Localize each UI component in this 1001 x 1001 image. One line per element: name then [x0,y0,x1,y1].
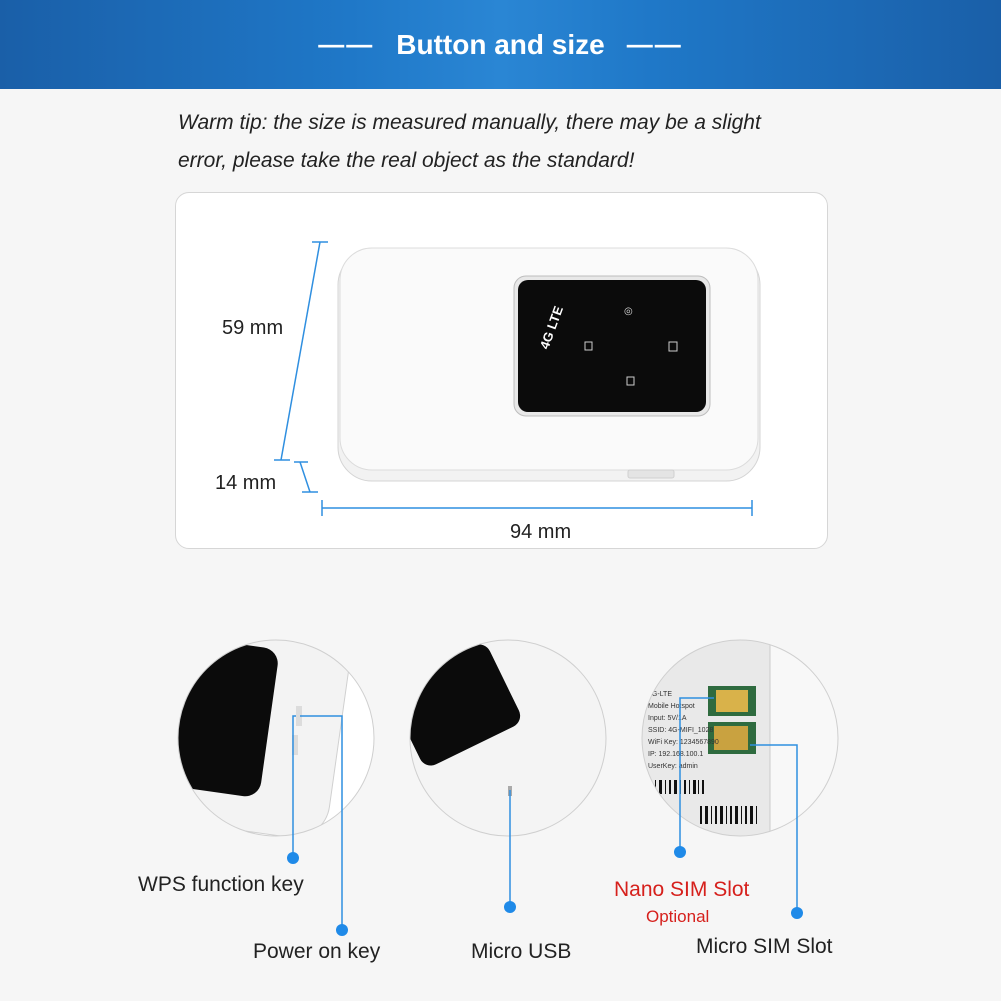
nano-sim-caption: Nano SIM Slot [614,878,750,901]
svg-text:UserKey: admin: UserKey: admin [648,763,698,770]
warm-tip-line-2: error, please take the real object as th… [178,149,635,172]
warm-tip-line-1: Warm tip: the size is measured manually,… [178,111,761,134]
callout-dots [287,846,803,936]
svg-text:WiFi Key: 1234567890: WiFi Key: 1234567890 [648,739,719,746]
svg-text:IP: 192.168.100.1: IP: 192.168.100.1 [648,751,703,758]
power-key-caption: Power on key [253,940,381,963]
header-banner: —— Button and size —— [0,0,1001,89]
warm-tip: Warm tip: the size is measured manually,… [178,104,858,180]
header-dash-left: —— [318,29,375,59]
circle-wps-power [178,640,374,836]
micro-sim-caption: Micro SIM Slot [696,935,833,958]
svg-text:Mobile Hotspot: Mobile Hotspot [648,703,695,710]
callout-lines [292,697,798,930]
device-front-illustration: 4G LTE ◎ [337,247,761,482]
height-dimension-label: 59 mm [222,317,284,339]
dimension-guides [274,241,753,516]
header-title: Button and size [396,28,605,60]
header-dash-right: —— [626,29,683,59]
thickness-dimension-label: 14 mm [215,472,277,494]
micro-usb-caption: Micro USB [471,940,572,963]
circle-micro-usb [410,640,606,836]
svg-text:Input: 5V/1A: Input: 5V/1A [648,715,687,722]
wps-key-caption: WPS function key [138,873,304,896]
width-dimension-label: 94 mm [510,521,572,543]
svg-text:◎: ◎ [624,306,633,317]
svg-text:4G-LTE: 4G-LTE [648,691,672,698]
optional-caption: Optional [646,907,710,926]
